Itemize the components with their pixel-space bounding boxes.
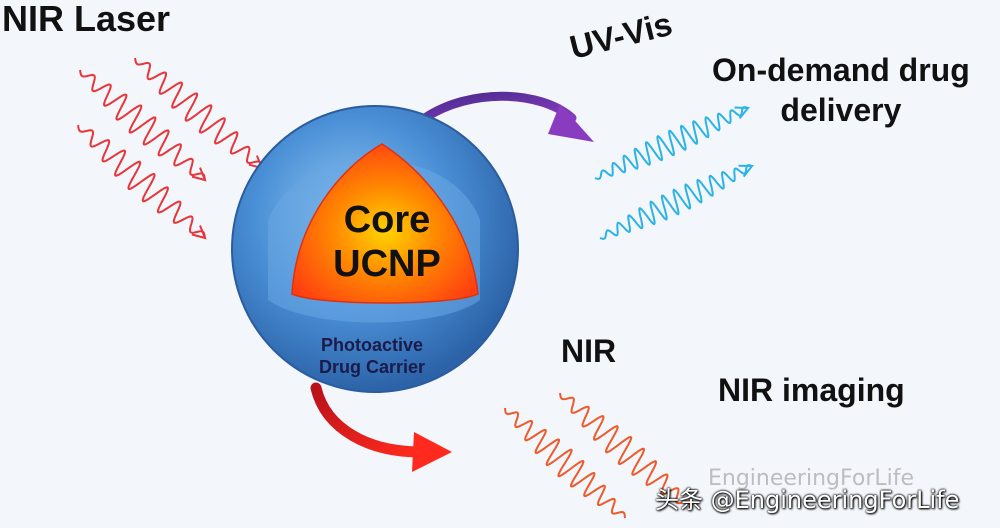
uv-vis-waves xyxy=(594,106,755,240)
core-label-line2: UCNP xyxy=(333,243,441,285)
nir-emission-waves xyxy=(504,392,691,519)
uv-vis-wave xyxy=(594,106,749,180)
ucnp-core xyxy=(291,143,479,304)
core-label-line1: Core xyxy=(343,199,431,241)
nir-label: NIR xyxy=(561,333,617,369)
nir-laser-wave xyxy=(79,69,206,181)
watermark-faint: EngineeringForLife xyxy=(708,466,915,491)
uv-vis-wave xyxy=(599,164,753,240)
uv-vis-arrow xyxy=(420,91,594,142)
core-label: Core UCNP xyxy=(322,198,452,286)
nir-laser-label: NIR Laser xyxy=(2,0,171,39)
nir-imaging-label: NIR imaging xyxy=(718,372,905,408)
watermark: 头条 @EngineeringForLife xyxy=(655,486,960,514)
carrier-label-line1: Photoactive xyxy=(320,335,424,355)
nir-laser-waves xyxy=(77,57,264,240)
nir-laser-wave xyxy=(134,57,263,169)
nanoparticle-sphere xyxy=(231,105,519,393)
carrier-label: Photoactive Drug Carrier xyxy=(292,334,452,378)
uv-vis-wave-arrowhead xyxy=(738,164,755,178)
nir-emission-wave xyxy=(559,392,691,509)
carrier-label-line2: Drug Carrier xyxy=(318,357,426,377)
drug-delivery-line2: delivery xyxy=(780,92,902,128)
drug-delivery-line1: On-demand drug xyxy=(712,52,970,88)
uv-vis-wave-arrowhead xyxy=(734,106,751,120)
nir-laser-wave xyxy=(77,124,206,239)
drug-delivery-label: On-demand drug delivery xyxy=(712,50,970,130)
nir-emission-arrow xyxy=(310,382,452,472)
nir-emission-wave xyxy=(504,407,626,519)
nir-laser-wave-arrowhead xyxy=(191,225,207,240)
nir-laser-wave-arrowhead xyxy=(191,167,207,182)
